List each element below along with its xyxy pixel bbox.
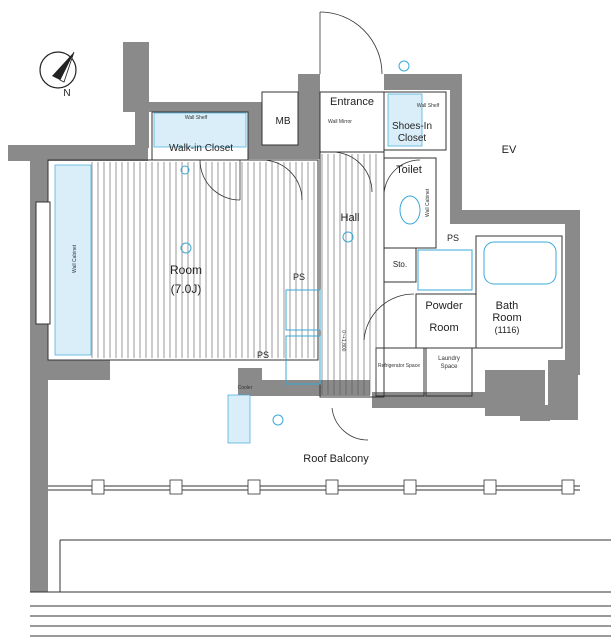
compass-north-label: N <box>63 88 71 99</box>
hall-note-label: 0~+1,800 <box>339 330 346 352</box>
ev-label: EV <box>501 144 517 156</box>
refrigerator-space-label: Refrigerator Space <box>378 363 420 369</box>
balcony-lines <box>30 485 611 637</box>
cooler-label: Cooler <box>237 385 253 391</box>
ps-label-1: PS <box>292 272 305 282</box>
floor-stripes <box>91 154 377 395</box>
toilet-label: Toilet <box>396 164 422 176</box>
shoes-in-closet-label-2: Closet <box>397 133 427 144</box>
walk-in-closet-label: Walk-in Closet <box>168 143 234 154</box>
mb-label: MB <box>275 116 291 127</box>
hall-label: Hall <box>340 212 360 224</box>
bath-room-label-2: Room <box>492 312 522 324</box>
wall-shelf-closet-label: Wall Shelf <box>184 115 208 121</box>
laundry-space-label-2: Space <box>440 364 458 370</box>
bath-room-label-1: Bath <box>495 300 519 312</box>
compass-icon <box>39 51 77 89</box>
laundry-space-label-1: Laundry <box>438 356 460 362</box>
bath-size-label: (1116) <box>494 325 520 335</box>
roof-balcony-label: Roof Balcony <box>303 453 369 465</box>
wall-cabinet-room-label: Wall Cabinet <box>72 244 79 273</box>
ps-label-2: PS <box>256 350 269 360</box>
powder-room-label-1: Powder <box>425 300 463 312</box>
room-label: Room <box>169 263 202 277</box>
wall-mirror-label: Wall Mirror <box>328 119 352 125</box>
balcony-posts <box>91 479 575 495</box>
sto-label: Sto. <box>392 260 408 269</box>
storage-fills <box>54 93 423 444</box>
fixtures <box>180 60 557 426</box>
door-swings <box>199 11 421 441</box>
powder-room-label-2: Room <box>429 322 459 334</box>
ps-label-3: PS <box>446 233 459 243</box>
room-size-label: (7.0J) <box>170 282 202 296</box>
entrance-label: Entrance <box>329 96 375 108</box>
wall-cabinet-toilet-label: Wall Cabinet <box>425 188 432 217</box>
window-left <box>35 201 51 325</box>
wall-shelf-entrance-label: Wall Shelf <box>416 103 440 109</box>
shoes-in-closet-label-1: Shoes-In <box>391 121 433 132</box>
